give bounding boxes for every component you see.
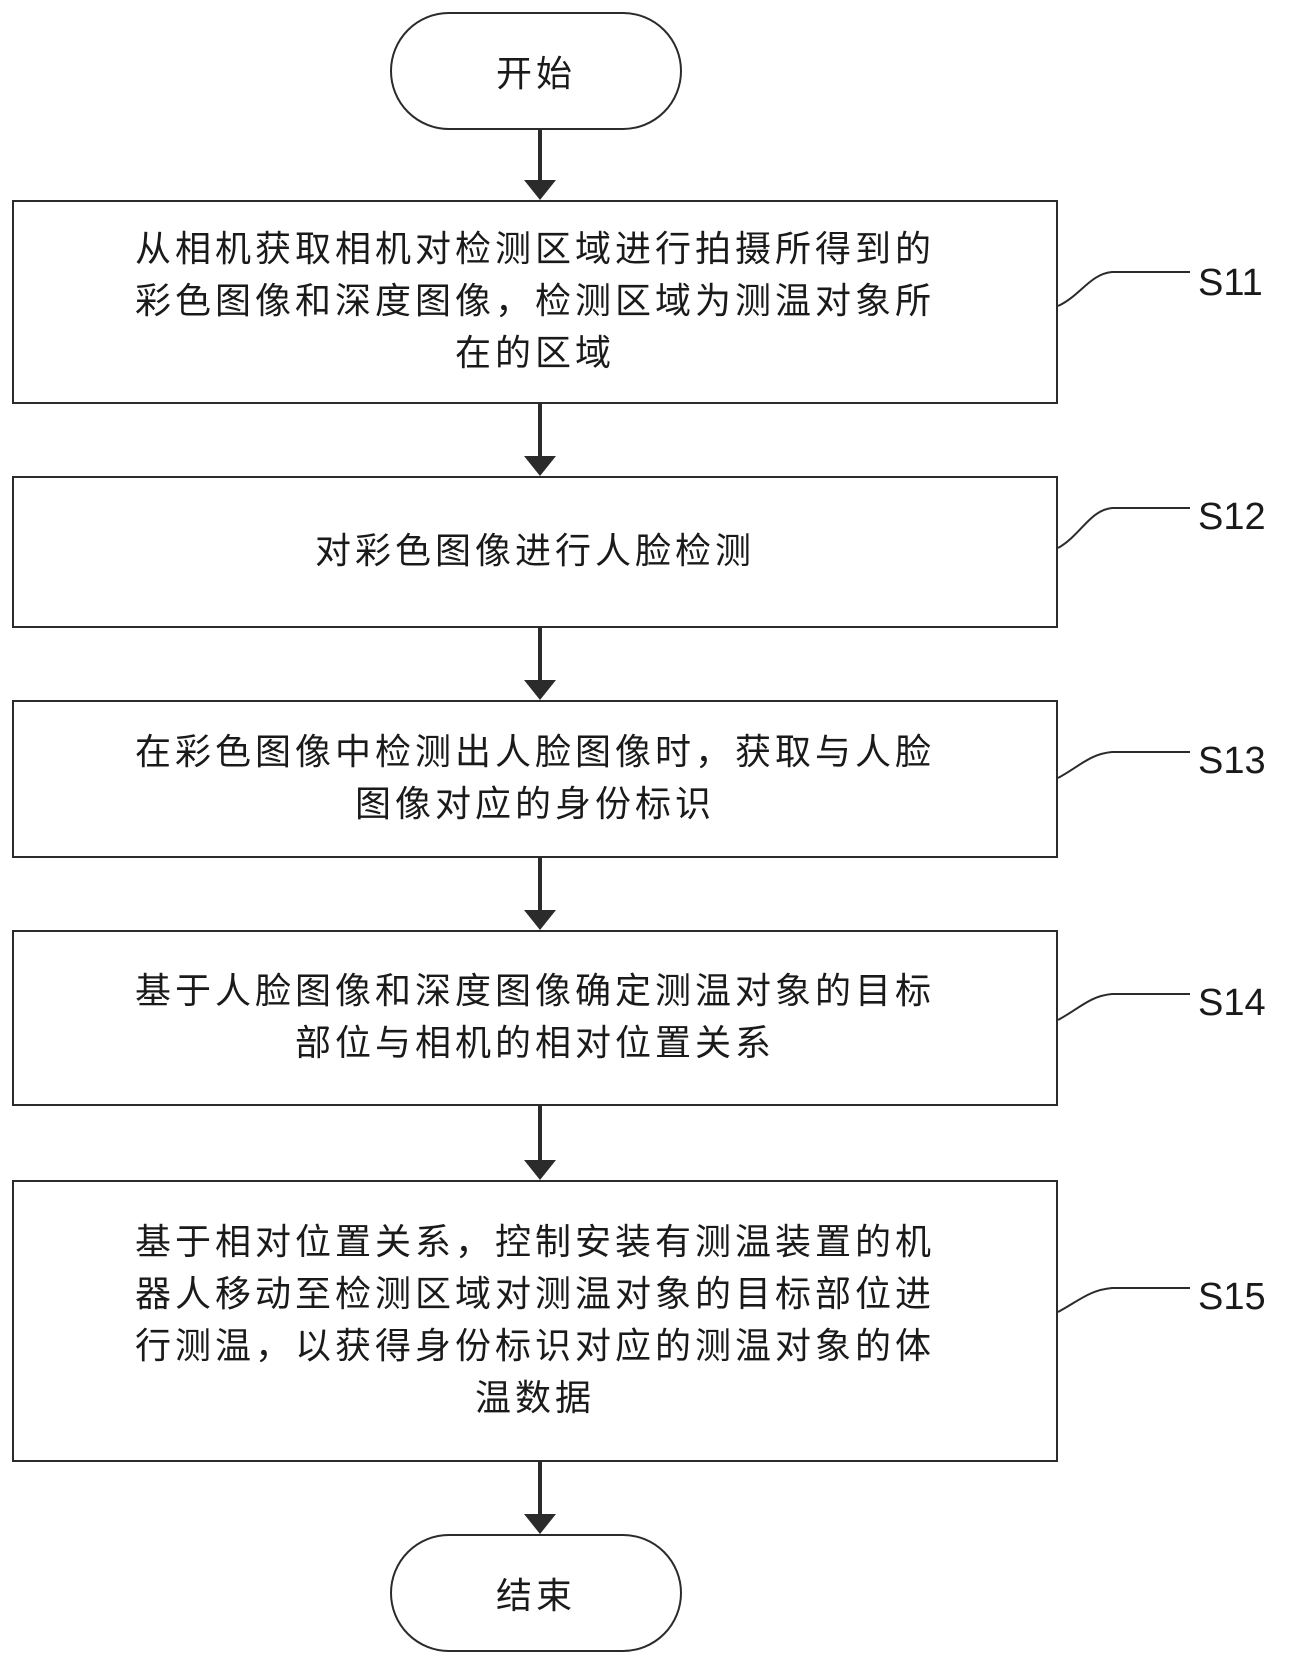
arrowhead-s12-to-s13 (524, 680, 556, 700)
arrowhead-start-to-s11 (524, 180, 556, 200)
step-s15-box: 基于相对位置关系，控制安装有测温装置的机 器人移动至检测区域对测温对象的目标部位… (12, 1180, 1058, 1462)
leader-s13 (1057, 751, 1190, 779)
leader-s14 (1057, 993, 1190, 1021)
step-s12-box: 对彩色图像进行人脸检测 (12, 476, 1058, 628)
step-s13-box: 在彩色图像中检测出人脸图像时，获取与人脸 图像对应的身份标识 (12, 700, 1058, 858)
arrowhead-s15-to-end (524, 1514, 556, 1534)
step-s15-text: 基于相对位置关系，控制安装有测温装置的机 器人移动至检测区域对测温对象的目标部位… (134, 1222, 935, 1419)
step-s11-box: 从相机获取相机对检测区域进行拍摄所得到的 彩色图像和深度图像，检测区域为测温对象… (12, 200, 1058, 404)
step-s14-text: 基于人脸图像和深度图像确定测温对象的目标 部位与相机的相对位置关系 (134, 971, 935, 1064)
step-s12-text: 对彩色图像进行人脸检测 (314, 531, 755, 572)
step-s11-text: 从相机获取相机对检测区域进行拍摄所得到的 彩色图像和深度图像，检测区域为测温对象… (134, 229, 935, 374)
leader-s15 (1057, 1287, 1190, 1313)
step-s14-box: 基于人脸图像和深度图像确定测温对象的目标 部位与相机的相对位置关系 (12, 930, 1058, 1106)
step-s13-text: 在彩色图像中检测出人脸图像时，获取与人脸 图像对应的身份标识 (134, 732, 935, 825)
leader-s11 (1057, 271, 1190, 307)
start-terminal: 开始 (390, 12, 682, 130)
end-label: 结束 (495, 1576, 576, 1617)
arrowhead-s13-to-s14 (524, 910, 556, 930)
step-s13-label: S13 (1198, 740, 1266, 782)
arrowhead-s14-to-s15 (524, 1160, 556, 1180)
step-s15-label: S15 (1198, 1276, 1266, 1318)
step-s11-label: S11 (1198, 262, 1263, 304)
step-s12-label: S12 (1198, 496, 1266, 538)
step-s14-label: S14 (1198, 982, 1266, 1024)
leader-s12 (1057, 507, 1190, 549)
arrowhead-s11-to-s12 (524, 456, 556, 476)
end-terminal: 结束 (390, 1534, 682, 1652)
start-label: 开始 (495, 54, 576, 95)
